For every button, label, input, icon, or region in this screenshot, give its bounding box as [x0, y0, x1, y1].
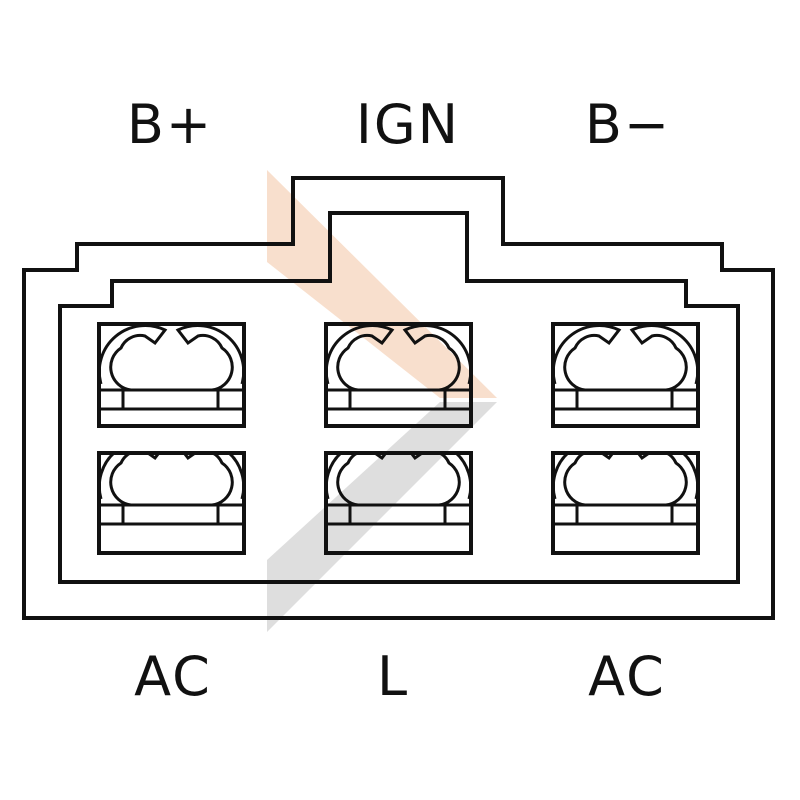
- terminal-bottom-3: [551, 451, 700, 555]
- terminal-top-3: [551, 322, 700, 428]
- label-b-plus: B+: [127, 93, 213, 156]
- label-ac-left: AC: [134, 645, 212, 708]
- terminal-bottom-2: [324, 451, 473, 555]
- label-ign: IGN: [356, 93, 460, 156]
- label-ac-right: AC: [588, 645, 666, 708]
- housing-inner: [58, 211, 740, 584]
- label-b-minus: B−: [585, 93, 671, 156]
- terminal-top-2: [324, 322, 473, 428]
- housing-outer: [22, 176, 775, 620]
- watermark-orange: [267, 170, 497, 398]
- label-l: L: [377, 645, 409, 708]
- terminal-bottom-1: [97, 451, 246, 555]
- terminal-top-1: [97, 322, 246, 428]
- watermark-gray: [267, 402, 497, 632]
